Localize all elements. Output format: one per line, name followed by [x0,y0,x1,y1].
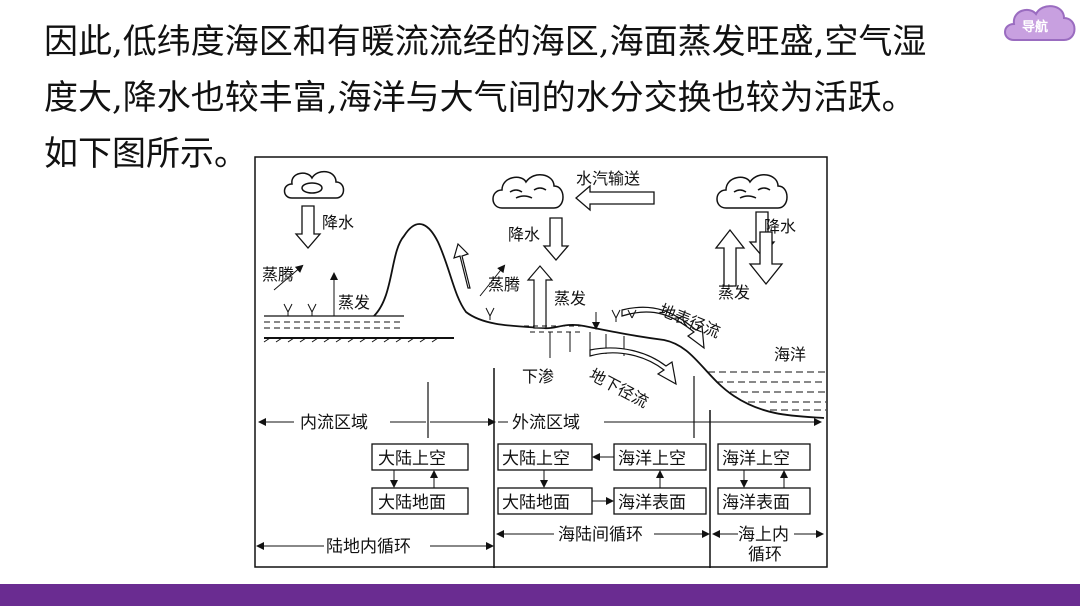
transpiration-mid-label: 蒸腾 [488,275,520,294]
nav-label[interactable]: 导航 [1022,20,1049,35]
transpiration-left-label: 蒸腾 [262,265,294,284]
paragraph: 因此,低纬度海区和有暖流流经的海区,海面蒸发旺盛,空气湿 度大,降水也较丰富,海… [44,14,1034,182]
precip-mid-label: 降水 [508,225,540,244]
cloud-mid-icon [492,174,564,209]
ocean-label: 海洋 [774,345,806,364]
cloud-right-icon [716,174,788,209]
cycle-sea-land-label: 海陆间循环 [558,525,643,545]
inland-region-label: 内流区域 [300,413,368,433]
cycle-land-label: 陆地内循环 [326,537,411,557]
precip-mid-arrow [542,217,570,261]
box-ocean-air-2: 海洋上空 [618,449,686,469]
box-continent-air-2: 大陆上空 [502,449,570,469]
vapor-transport-label: 水汽输送 [576,169,640,188]
paragraph-line-1: 因此,低纬度海区和有暖流流经的海区,海面蒸发旺盛,空气湿 [44,22,927,62]
box-continent-air-1: 大陆上空 [378,449,446,469]
box-ocean-surface-3: 海洋表面 [722,493,790,513]
cloud-left-icon [283,170,345,199]
nav-cloud-icon[interactable] [1000,0,1078,56]
water-cycle-diagram: 降水 降水 降水 水汽输送 蒸发 蒸腾 蒸发 蒸腾 蒸发 下渗 地表径流 地下径… [254,156,828,568]
evaporation-mid-label: 蒸发 [554,289,586,308]
evap-right-label: 蒸发 [718,283,750,302]
precip-left-arrow [294,205,322,249]
precip-left-label: 降水 [322,213,354,232]
outflow-region-label: 外流区域 [512,413,580,433]
cycle-ocean-label-1: 海上内 [738,525,789,545]
infiltration-label: 下渗 [522,367,554,386]
box-ocean-air-3: 海洋上空 [722,449,790,469]
paragraph-line-3: 如下图所示。 [44,134,248,174]
box-continent-ground-2: 大陆地面 [502,493,570,513]
footer-bar [0,584,1080,606]
paragraph-line-2: 度大,降水也较丰富,海洋与大气间的水分交换也较为活跃。 [44,78,916,118]
vapor-transport-arrow [575,184,655,212]
cycle-ocean-label-2: 循环 [748,545,782,565]
box-ocean-surface-2: 海洋表面 [618,493,686,513]
precip-right-label: 降水 [764,217,796,236]
box-continent-ground-1: 大陆地面 [378,493,446,513]
evap-right-arrow [714,228,746,287]
evaporation-left-label: 蒸发 [338,293,370,312]
